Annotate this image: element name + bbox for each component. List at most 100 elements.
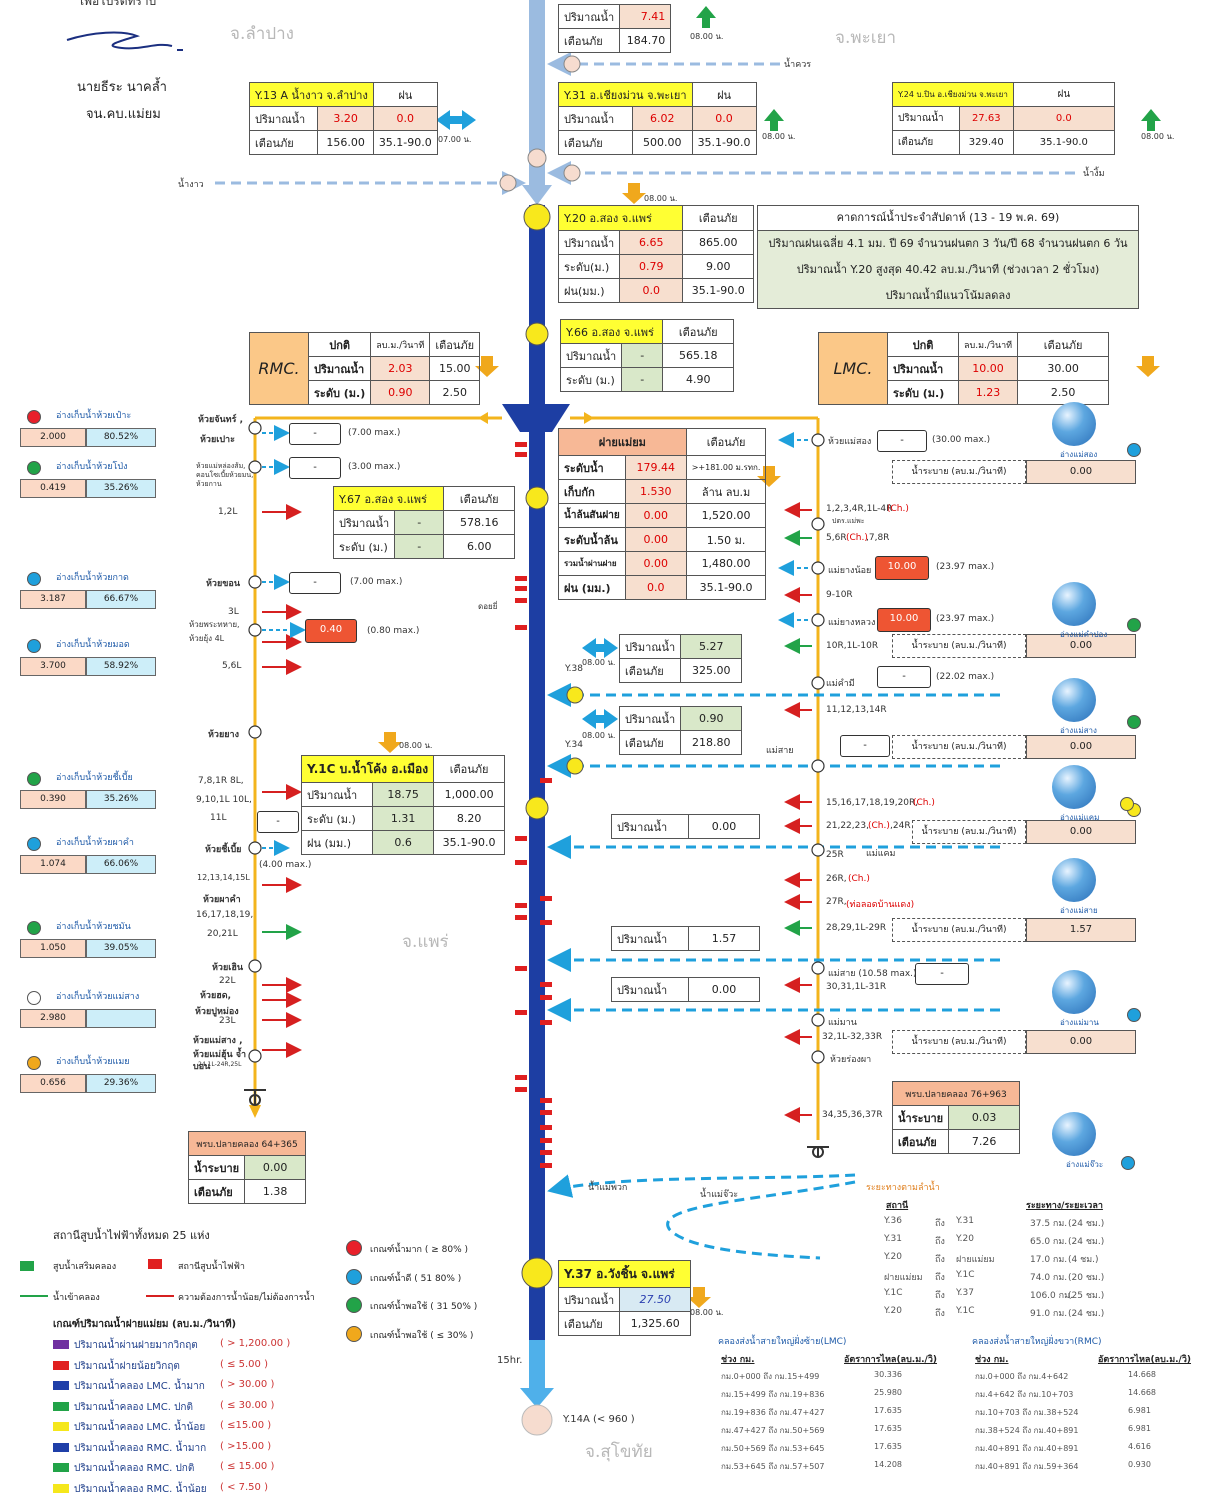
- release-label: น้ำระบาย (ลบ.ม./วินาที): [912, 820, 1026, 844]
- level-dot: [27, 772, 41, 786]
- value: 0.00: [688, 814, 760, 839]
- reservoir-percent: 39.05%: [86, 939, 156, 958]
- travel-cell: (4 ชม.): [1068, 1255, 1099, 1265]
- travel-cell: (20 ชม.): [1068, 1273, 1105, 1283]
- gate-max-label: (4.00 max.): [259, 860, 312, 870]
- village-label: ห้วยร่องผา: [830, 1055, 872, 1065]
- value: 6.65: [619, 230, 684, 255]
- station-name: Y.37 อ.วังชิ้น จ.แพร่: [557, 1260, 692, 1288]
- value: 35.1-90.0: [682, 278, 755, 303]
- level-dot: [27, 991, 41, 1005]
- station-name: Y.13 A น้ำงาว จ.ลำปาง: [249, 82, 374, 107]
- travel-cell: 17.0 กม.: [1030, 1255, 1068, 1265]
- value: 0.0: [1012, 106, 1115, 131]
- capacity-value: 6.981: [1128, 1424, 1151, 1433]
- report-line: เพื่อโปรดทราบ: [80, 0, 157, 8]
- release-value: 0.00: [1026, 735, 1136, 759]
- criteria-title: เกณฑ์ปริมาณน้ำฝายแม่ยม (ลบ.ม./วินาที): [53, 1319, 237, 1330]
- pump-title: สถานีสูบน้ำไฟฟ้าทั้งหมด 25 แห่ง: [53, 1229, 210, 1242]
- capacity-range: กม.0+000 ถึง กม.4+642: [975, 1372, 1069, 1381]
- station-name: Y.24 บ.ปิน อ.เชียงม่วน จ.พะเยา: [892, 82, 1014, 107]
- value: ล้าน ลบ.ม: [685, 479, 767, 504]
- capacity-range: กม.38+524 ถึง กม.40+891: [975, 1426, 1079, 1435]
- outlet-label: 3L: [228, 607, 239, 617]
- legend-item: น้ำเข้าคลอง: [53, 1293, 100, 1303]
- travel-cell: (24 ชม.): [1068, 1309, 1105, 1319]
- label: น้ำระบาย: [891, 1105, 950, 1130]
- province-phrae: จ.แพร่: [402, 932, 449, 952]
- criteria-range: ( >15.00 ): [220, 1440, 272, 1452]
- value: 3.20: [317, 106, 374, 131]
- capacity-value: 17.635: [874, 1442, 902, 1451]
- station-y67-table: Y.67 อ.สอง จ.แพร่เตือนภัย ปริมาณน้ำ-578.…: [332, 486, 516, 559]
- gate-max-label: (23.97 max.): [936, 614, 995, 624]
- value: 4.90: [662, 367, 735, 392]
- value: 6.02: [631, 106, 693, 131]
- release-label: น้ำระบาย (ลบ.ม./วินาที): [892, 1030, 1026, 1054]
- outlet-label: 32,1L-32,33R: [822, 1032, 883, 1042]
- station-name: Y.66 อ.สอง จ.แพร่: [559, 319, 664, 344]
- label: ปริมาณน้ำ: [557, 1287, 621, 1312]
- travel-cell: ฝายแม่ยม: [884, 1273, 923, 1283]
- station-name: Y.31 อ.เชียงม่วน จ.พะเยา: [558, 82, 693, 107]
- gate-value-box: -: [840, 735, 890, 757]
- value: 6.00: [443, 534, 516, 559]
- travel-cell: Y.1C: [956, 1306, 975, 1316]
- travel-cell: Y.20: [884, 1306, 902, 1316]
- outlet-label: ,7,8R: [866, 533, 890, 543]
- village-label: ห้วยเฮิน: [212, 963, 243, 973]
- value: 325.00: [680, 658, 743, 683]
- legend-item: ความต้องการน้ำน้อย/ไม่ต้องการน้ำ: [178, 1293, 315, 1303]
- outlet-label: 34,35,36,37R: [822, 1110, 883, 1120]
- forecast-line-1: ปริมาณฝนเฉลี่ย 4.1 มม. ปี 69 จำนวนฝนตก 3…: [768, 237, 1128, 250]
- capacity-range: กม.53+645 ถึง กม.57+507: [721, 1462, 825, 1471]
- value: -: [394, 534, 445, 559]
- header: เตือนภัย: [682, 205, 755, 231]
- capacity-value: 14.208: [874, 1460, 902, 1469]
- reservoir-volume: 2.000: [20, 428, 86, 447]
- station-name: Y.20 อ.สอง จ.แพร่: [557, 205, 684, 231]
- label: ระดับน้ำ: [558, 455, 626, 480]
- value: 0.00: [624, 527, 687, 552]
- reservoir-volume: 0.656: [20, 1074, 86, 1093]
- criteria-range: ( ≤ 15.00 ): [220, 1461, 275, 1472]
- value: 7.26: [948, 1129, 1021, 1154]
- travel-cell: 74.0 กม.: [1030, 1273, 1068, 1283]
- label: เก็บกัก: [558, 479, 626, 504]
- label: เตือนภัย: [558, 130, 633, 155]
- label: เตือนภัย: [618, 658, 682, 683]
- gate-max-label: (0.80 max.): [367, 626, 420, 636]
- outlet-label: 22L: [219, 976, 236, 986]
- level-dot: [27, 572, 41, 586]
- reservoir-globe-icon: [1052, 1112, 1096, 1156]
- header: ปกติ: [307, 332, 372, 357]
- end-title: พรบ.ปลายคลอง 64+365: [187, 1131, 307, 1156]
- dam-name: ฝายแม่ยม: [558, 428, 687, 456]
- travel-cell: 65.0 กม.: [1030, 1237, 1068, 1247]
- label: ปริมาณน้ำ: [618, 634, 682, 659]
- village-label: ห้วยแม่สาง ,: [193, 1036, 243, 1046]
- value: 1,520.00: [685, 503, 767, 528]
- value: 1,000.00: [433, 782, 506, 807]
- travel-cell: 106.0 กม.: [1030, 1291, 1073, 1301]
- time-label: 08.00 น.: [690, 1308, 724, 1317]
- time-label: 07.00 น.: [438, 135, 472, 144]
- capacity-value: 4.616: [1128, 1442, 1151, 1451]
- value: 7.41: [619, 4, 672, 29]
- label: น้ำล้นสันฝาย: [558, 503, 626, 528]
- travel-cell: ถึง: [935, 1237, 945, 1247]
- outlet-label: 5,6R: [826, 533, 847, 543]
- station-name: Y.67 อ.สอง จ.แพร่: [332, 486, 445, 511]
- capacity-range: กม.50+569 ถึง กม.53+645: [721, 1444, 825, 1453]
- village-label: ห้วยปูหม่อง: [195, 1007, 239, 1017]
- reservoir-volume: 1.074: [20, 855, 86, 874]
- travel-cell: ถึง: [935, 1309, 945, 1319]
- travel-cell: (24 ชม.): [1068, 1237, 1105, 1247]
- level-dot: [1121, 1156, 1135, 1170]
